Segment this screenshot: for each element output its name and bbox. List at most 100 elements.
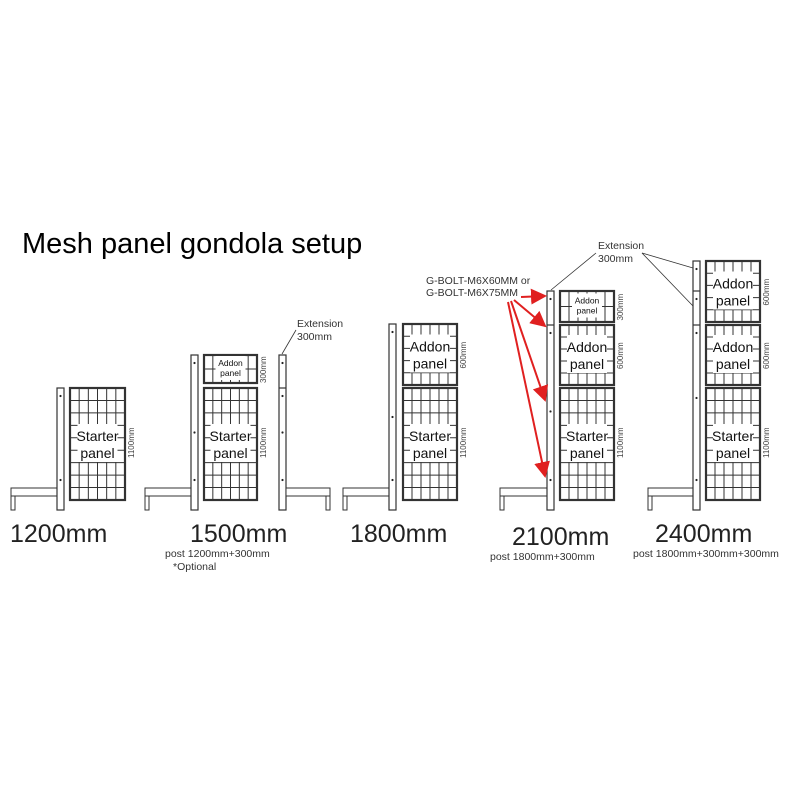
bolt-hole <box>59 478 62 482</box>
bolt-hole <box>549 410 552 413</box>
bench-leg <box>10 495 16 511</box>
bolt-hole <box>193 478 196 482</box>
post-note: post 1200mm+300mm <box>165 548 270 560</box>
bench-top <box>10 487 58 497</box>
bolt-hole <box>281 478 284 482</box>
bolt-hole <box>549 331 552 335</box>
bench-leg <box>325 495 331 511</box>
label-bg <box>410 334 450 373</box>
extension-label-line1: Extension <box>297 318 343 330</box>
bolt-hole <box>695 297 698 301</box>
panel-label-line1: Starter <box>76 428 118 444</box>
bolt-hole <box>59 394 62 398</box>
panel-dimension: 600mm <box>762 278 771 305</box>
addon-panel <box>704 259 762 324</box>
starter-panel <box>68 386 127 502</box>
bench-top <box>499 487 548 497</box>
setup-height-label: 1200mm <box>10 520 107 548</box>
post-body <box>56 387 65 511</box>
bolt-hole <box>193 431 196 434</box>
leader-line <box>641 252 694 307</box>
extension-label-line2: 300mm <box>297 331 332 343</box>
base-bench <box>144 487 192 511</box>
post-note: post 1800mm+300mm <box>490 551 595 563</box>
bolt-hole <box>281 361 284 365</box>
addon-panel <box>704 323 762 387</box>
panel-label-line2: panel <box>413 445 447 461</box>
bolt-label-line1: G-BOLT-M6X60MM or <box>426 275 531 287</box>
base-bench <box>499 487 548 511</box>
panel-label-line1: Addon <box>713 276 753 292</box>
panel-label-line2: panel <box>80 445 114 461</box>
bolt-hole <box>695 478 698 482</box>
panel-label-line2: panel <box>577 306 598 316</box>
bolt-hole <box>281 394 284 398</box>
post-body <box>546 290 555 511</box>
label-bg <box>567 335 607 373</box>
panel-label-line1: Addon <box>575 296 600 306</box>
panel-dimension: 600mm <box>459 341 468 368</box>
bolt-arrow <box>507 301 550 478</box>
label-bg <box>572 293 602 318</box>
panel-label-line2: panel <box>716 293 750 309</box>
panel-label-line2: panel <box>716 445 750 461</box>
panel-label-line1: Starter <box>209 428 251 444</box>
base-bench <box>342 487 390 511</box>
label-bg <box>210 424 251 462</box>
leader-line <box>641 252 694 269</box>
bolt-arrow <box>510 300 549 402</box>
bolt-hole <box>193 361 196 365</box>
panel-label-line1: Addon <box>218 358 243 368</box>
bench-top <box>285 487 331 497</box>
panel-dimension: 300mm <box>616 293 625 320</box>
label-bg <box>410 424 450 462</box>
bench-leg <box>144 495 150 511</box>
upright-post <box>388 323 397 511</box>
panel-label-line1: Addon <box>713 339 753 355</box>
panel-label-line2: panel <box>213 445 247 461</box>
starter-panel <box>401 386 459 502</box>
setup-height-label: 2100mm <box>512 523 609 551</box>
panel-dimension: 600mm <box>762 342 771 369</box>
bolt-hole <box>391 478 394 482</box>
base-bench <box>647 487 694 511</box>
leader-line <box>281 329 297 355</box>
page-title: Mesh panel gondola setup <box>22 228 363 260</box>
bench-leg <box>499 495 505 511</box>
bolt-arrow <box>513 299 547 328</box>
starter-panel <box>704 386 762 502</box>
bolt-arrow <box>520 288 547 305</box>
panel-dimension: 300mm <box>259 356 268 383</box>
post-note: post 1800mm+300mm+300mm <box>633 548 779 560</box>
panel-label-line2: panel <box>413 356 447 372</box>
panel-label-line1: Starter <box>409 428 451 444</box>
bolt-hole <box>281 431 284 434</box>
label-bg <box>713 271 753 310</box>
optional-note: *Optional <box>173 561 216 573</box>
setup-height-label: 1800mm <box>350 520 447 548</box>
panel-dimension: 1100mm <box>259 427 268 458</box>
panel-label-line2: panel <box>716 356 750 372</box>
addon-panel <box>558 289 616 324</box>
panel-label-line1: Addon <box>410 339 450 355</box>
setup-height-label: 1500mm <box>190 520 287 548</box>
bolt-hole <box>695 396 698 400</box>
panel-dimension: 1100mm <box>459 427 468 458</box>
panel-label-line1: Starter <box>566 428 608 444</box>
panel-dimension: 600mm <box>616 342 625 369</box>
panel-dimension: 1100mm <box>762 427 771 458</box>
label-bg <box>713 335 753 373</box>
bolt-hole <box>549 297 552 301</box>
addon-panel <box>202 353 259 385</box>
starter-panel <box>558 386 616 502</box>
label-bg <box>77 424 118 462</box>
panel-dimension: 1100mm <box>616 427 625 458</box>
upright-post <box>190 354 199 511</box>
setup-height-label: 2400mm <box>655 520 752 548</box>
extension-label-line1: Extension <box>598 240 644 252</box>
bolt-hole <box>695 331 698 335</box>
upright-post <box>278 354 287 511</box>
bolt-hole <box>695 267 698 271</box>
upright-post <box>56 387 65 511</box>
